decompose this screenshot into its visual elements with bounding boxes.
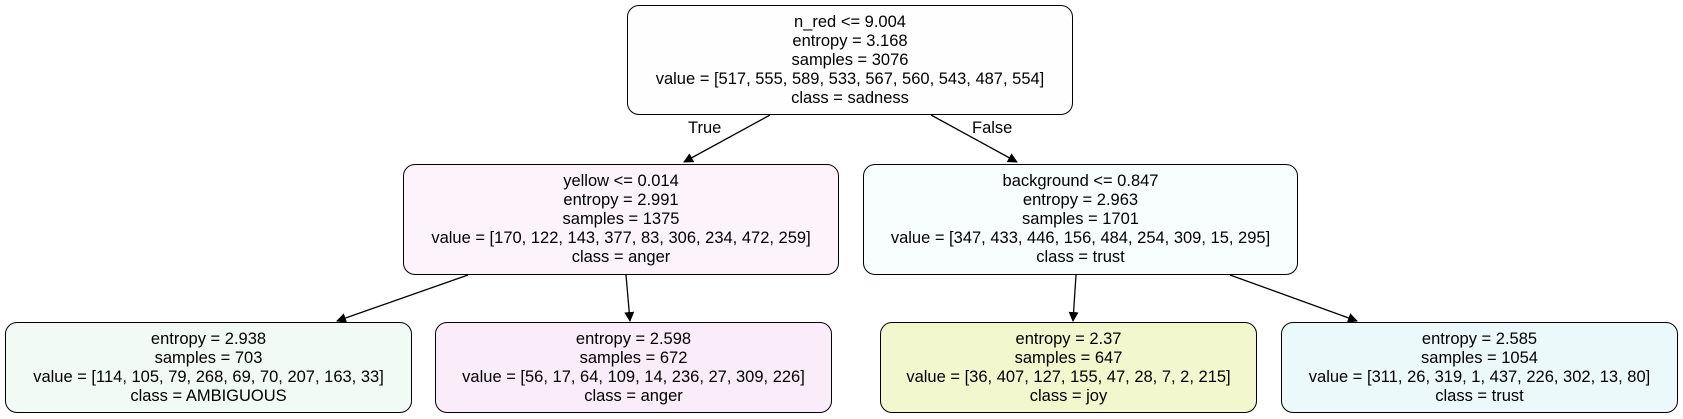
leaf-node-left-left: entropy = 2.938 samples = 703 value = [1…	[5, 322, 412, 413]
node-value: value = [56, 17, 64, 109, 14, 236, 27, 3…	[462, 367, 805, 386]
node-value: value = [170, 122, 143, 377, 83, 306, 23…	[431, 229, 811, 247]
node-entropy: entropy = 2.598	[575, 329, 692, 348]
node-value: value = [311, 26, 319, 1, 437, 226, 302,…	[1308, 367, 1651, 386]
node-condition: background <= 0.847	[1002, 172, 1159, 190]
node-class: class = trust	[1435, 386, 1524, 405]
node-entropy: entropy = 2.37	[1015, 329, 1122, 348]
node-entropy: entropy = 3.168	[792, 31, 908, 50]
node-condition: yellow <= 0.014	[563, 172, 679, 190]
right-node: background <= 0.847 entropy = 2.963 samp…	[863, 164, 1298, 275]
node-samples: samples = 3076	[791, 50, 909, 69]
edge-label-false: False	[972, 119, 1013, 137]
edge-label-true: True	[688, 119, 722, 137]
node-condition: n_red <= 9.004	[794, 12, 906, 31]
node-entropy: entropy = 2.991	[563, 191, 679, 209]
node-class: class = AMBIGUOUS	[130, 386, 287, 405]
left-node: yellow <= 0.014 entropy = 2.991 samples …	[403, 164, 839, 275]
node-entropy: entropy = 2.938	[150, 329, 267, 348]
node-entropy: entropy = 2.585	[1421, 329, 1538, 348]
node-samples: samples = 1054	[1421, 348, 1538, 367]
node-value: value = [114, 105, 79, 268, 69, 70, 207,…	[33, 367, 384, 386]
node-class: class = joy	[1029, 386, 1108, 405]
leaf-node-right-right: entropy = 2.585 samples = 1054 value = […	[1281, 322, 1678, 413]
edge-left-leftleaf	[336, 274, 469, 323]
node-class: class = anger	[571, 248, 671, 266]
root-node: n_red <= 9.004 entropy = 3.168 samples =…	[627, 5, 1073, 115]
node-value: value = [347, 433, 446, 156, 484, 254, 3…	[890, 229, 1271, 247]
edge-root-left	[683, 114, 771, 163]
node-samples: samples = 1701	[1022, 210, 1139, 228]
leaf-node-right-left: entropy = 2.37 samples = 647 value = [36…	[880, 322, 1257, 413]
edge-right-leftleaf	[1068, 274, 1079, 322]
node-samples: samples = 647	[1014, 348, 1123, 367]
node-class: class = anger	[584, 386, 683, 405]
edge-left-rightleaf	[624, 274, 635, 322]
node-value: value = [36, 407, 127, 155, 47, 28, 7, 2…	[906, 367, 1231, 386]
edge-root-right	[930, 114, 1018, 163]
node-samples: samples = 703	[154, 348, 263, 367]
node-class: class = trust	[1036, 248, 1125, 266]
node-entropy: entropy = 2.963	[1022, 191, 1139, 209]
node-class: class = sadness	[791, 88, 909, 107]
leaf-node-left-right: entropy = 2.598 samples = 672 value = [5…	[435, 322, 832, 413]
node-samples: samples = 1375	[562, 210, 680, 228]
edge-right-rightleaf	[1229, 274, 1358, 323]
node-value: value = [517, 555, 589, 533, 567, 560, 5…	[655, 69, 1045, 88]
node-samples: samples = 672	[579, 348, 688, 367]
